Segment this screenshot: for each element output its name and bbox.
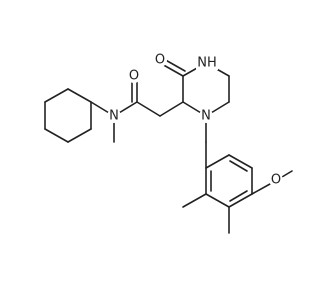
svg-text:O: O [155, 53, 165, 68]
bond [205, 193, 230, 208]
bond [228, 193, 253, 208]
atom-methoxy-oxygen: O [269, 173, 283, 188]
atom-amide-nitrogen: N [107, 109, 121, 124]
bond [228, 154, 253, 169]
atom-ring-nh: NH [196, 56, 218, 71]
svg-text:NH: NH [197, 56, 217, 71]
molecule-diagram: O N O NH N O [44, 53, 293, 234]
bond [182, 193, 207, 208]
bond [229, 160, 248, 172]
structure-canvas: O N O NH N O [44, 53, 293, 234]
bond [67, 128, 92, 143]
bond [44, 88, 69, 103]
bond [136, 101, 161, 117]
bond [67, 88, 92, 103]
svg-text:O: O [271, 173, 281, 188]
bond [159, 101, 184, 117]
bond [229, 190, 248, 202]
svg-text:N: N [201, 109, 211, 124]
svg-text:O: O [129, 69, 139, 84]
bond [251, 183, 271, 195]
atom-ring-tertiary-nitrogen: N [199, 109, 213, 124]
bond [281, 170, 293, 178]
atom-ring-carbonyl-oxygen: O [153, 53, 167, 68]
bond-layer [44, 57, 293, 234]
atom-layer: O N O NH N O [107, 53, 283, 188]
bond [44, 128, 69, 143]
svg-text:N: N [109, 109, 119, 124]
bond [205, 154, 230, 169]
atom-amide-oxygen: O [127, 69, 141, 84]
